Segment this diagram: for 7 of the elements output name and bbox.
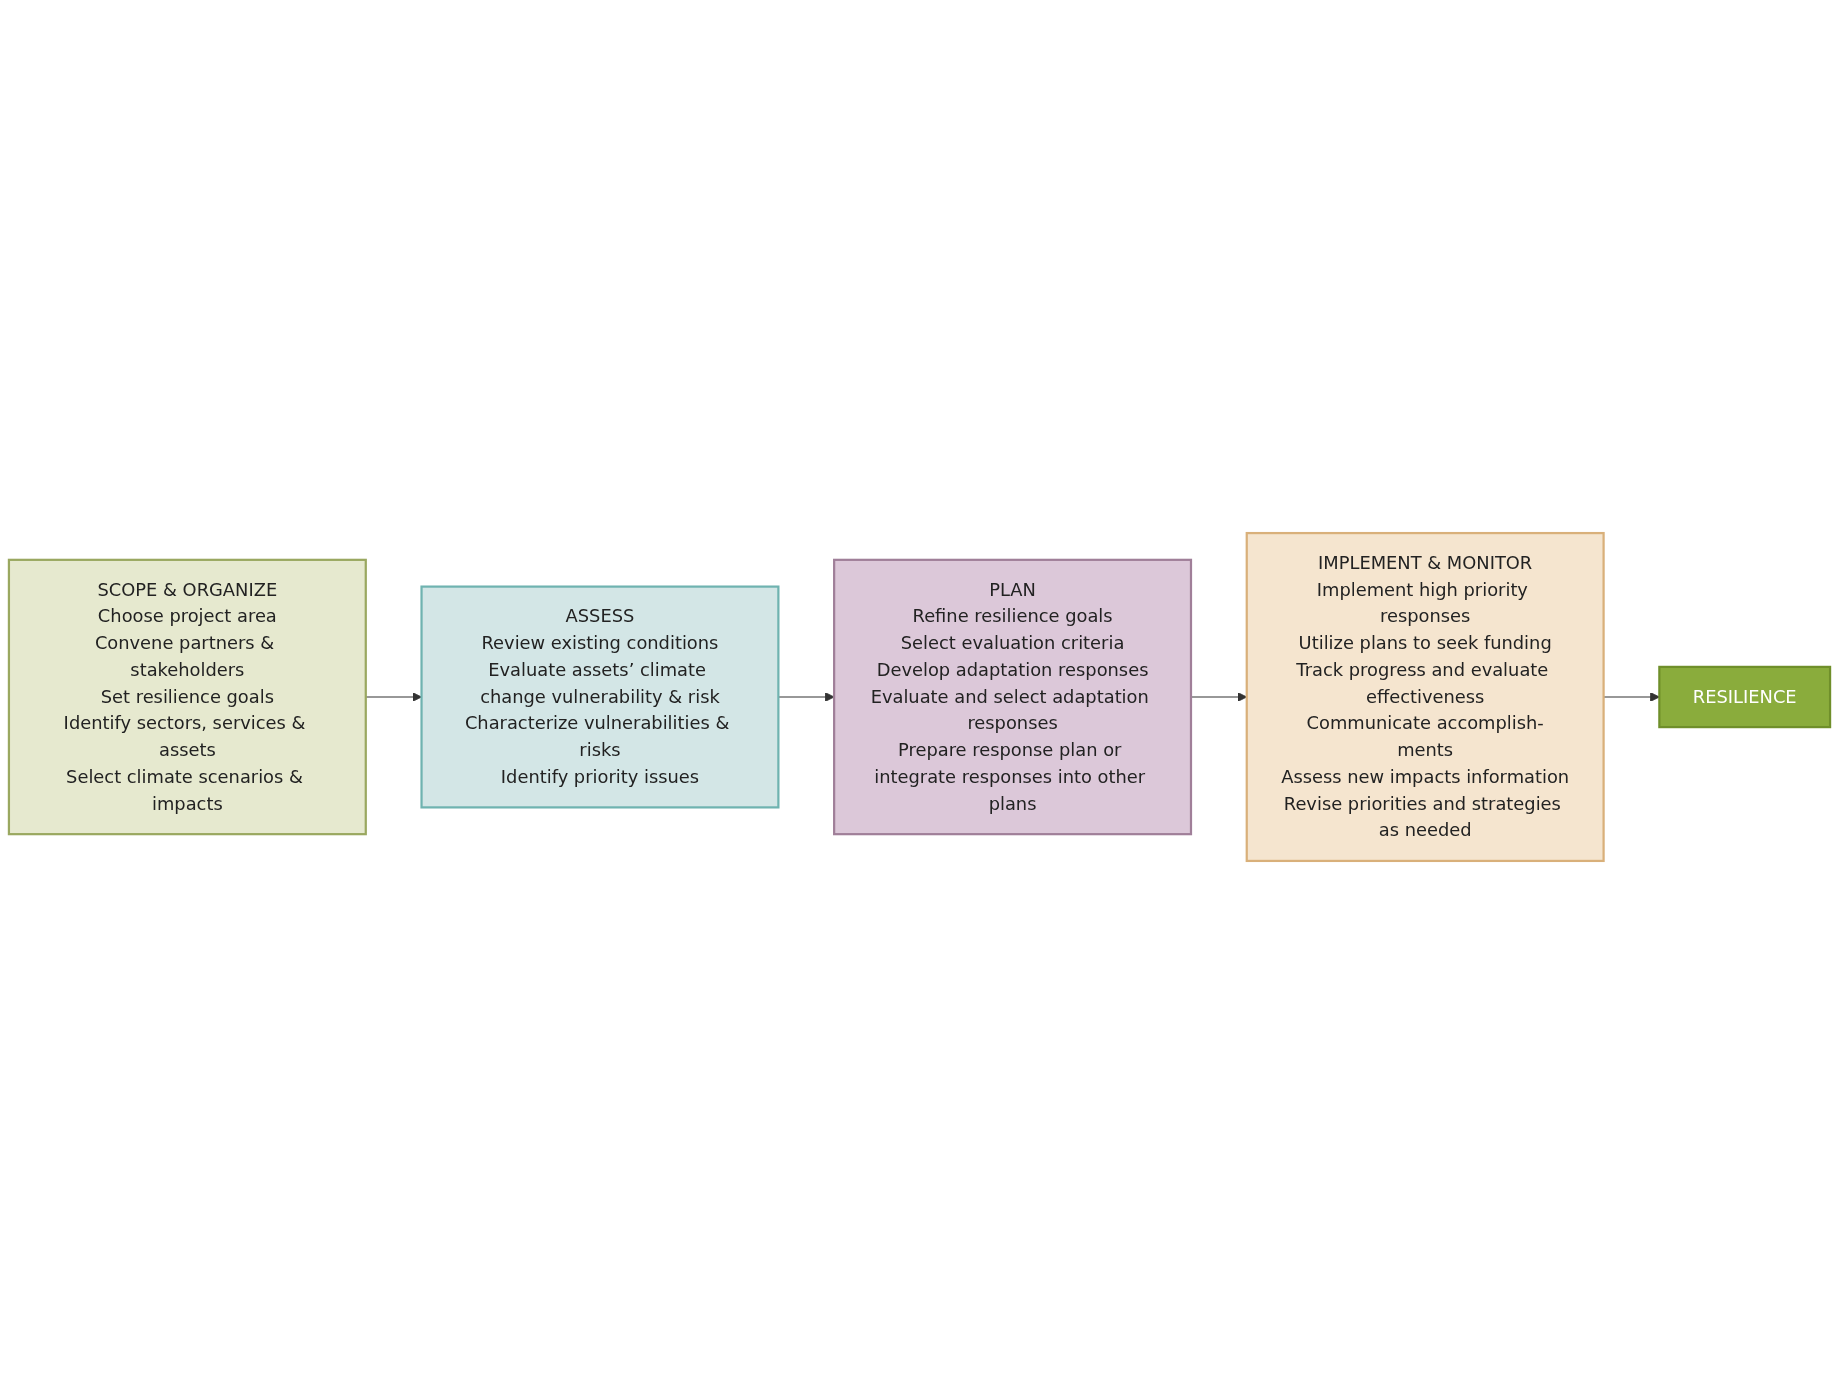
node-box: RESILIENCE	[1658, 665, 1832, 729]
arrow	[365, 692, 422, 702]
node-box: SCOPE & ORGANIZE Choose project area Convene partners & stakeholders Set resilience goals Identify sectors, services & assets Select climate scenarios & impacts	[7, 558, 367, 836]
arrow	[1603, 692, 1660, 702]
node-box: ASSESS Review existing conditions Evaluate assets’ climate change vulnerability & risk Characterize vulnerabilities & risks Identify priority issues	[420, 585, 780, 809]
node-box: PLAN Refine resilience goals Select evaluation criteria Develop adaptation responses Evaluate and select adaptation responses Prepare response plan or integrate responses into other plans	[833, 558, 1193, 836]
node-box: IMPLEMENT & MONITOR Implement high priority responses Utilize plans to seek funding Track progress and evaluate effectiveness Communicate accomplish-ments Assess new impacts information Revise priorities and strategies as needed	[1245, 531, 1605, 863]
